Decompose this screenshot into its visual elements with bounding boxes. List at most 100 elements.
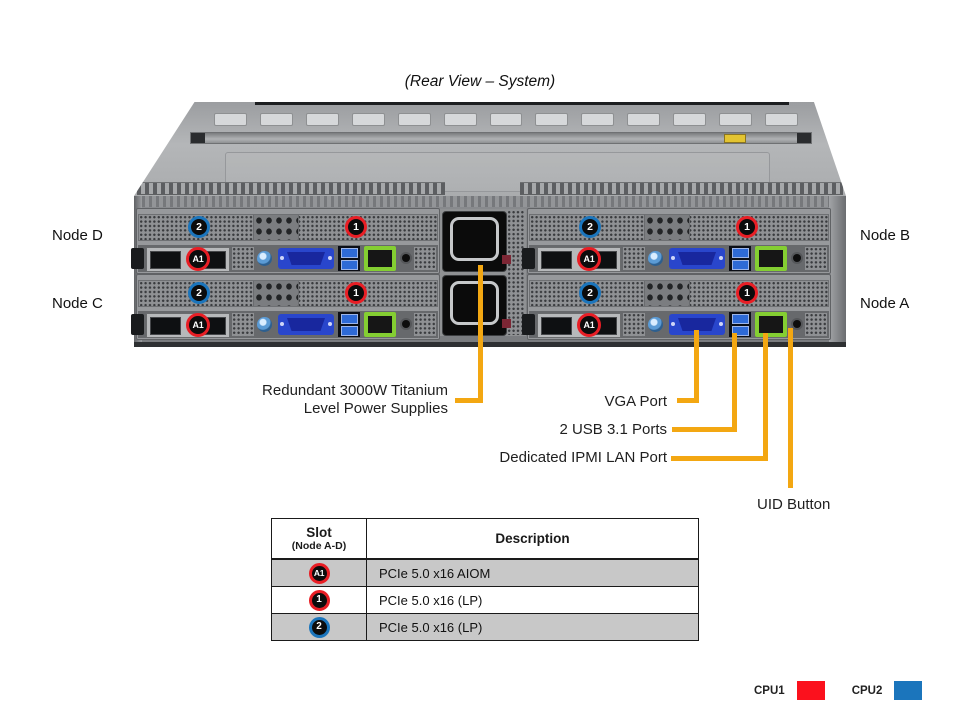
- description-cell: PCIe 5.0 x16 (LP): [379, 619, 483, 635]
- latch: [131, 248, 144, 269]
- cpu1-color-swatch: [796, 681, 825, 700]
- latch: [131, 314, 144, 335]
- slot-2-badge: 2: [188, 282, 210, 304]
- thumbscrew-icon: [257, 317, 272, 332]
- slot-a1-badge: A1: [308, 562, 330, 584]
- node-b-module: 2 1 A1: [522, 208, 831, 274]
- usb-callout-label: 2 USB 3.1 Ports: [559, 421, 667, 438]
- chassis-vent-slots: [214, 113, 798, 126]
- psu-release-latch: [502, 319, 511, 328]
- node-d-label: Node D: [52, 227, 103, 244]
- thumbscrew-icon: [648, 251, 663, 266]
- psu-callout-label: Redundant 3000W Titanium Level Power Sup…: [262, 382, 448, 417]
- slot-1-badge: 1: [345, 282, 367, 304]
- vent-band-left: [137, 182, 445, 195]
- vent-grid: [253, 281, 299, 306]
- pcie-slot-panel: 2 1: [138, 280, 438, 307]
- usb-ports: [729, 246, 751, 271]
- cpu1-label: CPU1: [754, 684, 785, 697]
- uid-callout-label: UID Button: [757, 496, 831, 513]
- ipmi-callout-line: [671, 456, 768, 461]
- usb-ports: [729, 312, 751, 337]
- uid-button: [402, 320, 410, 328]
- slot-a1-badge: A1: [577, 247, 601, 271]
- psu-release-latch: [502, 255, 511, 264]
- chassis-top-panel: [134, 102, 846, 196]
- vent-grid: [253, 215, 299, 240]
- cpu2-color-swatch: [894, 681, 923, 700]
- cpu-color-legend: CPU1 CPU2: [754, 681, 923, 700]
- node-c-label: Node C: [52, 295, 103, 312]
- slot-a1-badge: A1: [186, 247, 210, 271]
- node-c-module: 2 1 A1: [131, 274, 440, 340]
- node-d-module: 2 1 A1: [131, 208, 440, 274]
- vent-grid: [232, 247, 254, 270]
- ipmi-callout-line: [763, 333, 768, 461]
- node-a-label: Node A: [860, 295, 910, 312]
- io-panel: A1: [522, 245, 829, 272]
- slot-2-badge: 2: [188, 216, 210, 238]
- description-cell: PCIe 5.0 x16 (LP): [379, 592, 483, 608]
- usb-ports: [338, 246, 360, 271]
- chassis-right-rail: [829, 196, 846, 342]
- ipmi-lan-port: [755, 246, 787, 271]
- uid-callout-line: [788, 328, 793, 488]
- description-header-cell: Description: [495, 531, 570, 546]
- warning-sticker: [724, 134, 747, 143]
- psu-handle: [450, 281, 499, 325]
- table-header-row: Slot (Node A-D) Description: [272, 519, 698, 560]
- vent-grid: [414, 313, 436, 336]
- vent-grid: [644, 215, 690, 240]
- vga-port: [278, 248, 334, 269]
- description-cell: PCIe 5.0 x16 AIOM: [379, 565, 491, 581]
- ipmi-callout-label: Dedicated IPMI LAN Port: [499, 449, 667, 466]
- vent-grid: [644, 281, 690, 306]
- latch: [522, 248, 535, 269]
- psu-side-strip: [507, 210, 525, 335]
- thumbscrew-icon: [257, 251, 272, 266]
- vga-callout-label: VGA Port: [604, 393, 667, 410]
- node-a-module: 2 1 A1: [522, 274, 831, 340]
- slot-header-cell: Slot (Node A-D): [272, 519, 367, 558]
- chassis-bottom-edge: [134, 342, 846, 347]
- slot-a1-badge: A1: [577, 313, 601, 337]
- slot-1-badge: 1: [736, 216, 758, 238]
- slot-1-badge: 1: [308, 589, 330, 611]
- thumbscrew-icon: [648, 317, 663, 332]
- ipmi-lan-port: [364, 246, 396, 271]
- io-panel: A1: [131, 311, 438, 338]
- io-panel: A1: [522, 311, 829, 338]
- vga-port: [669, 248, 725, 269]
- power-supply-socket-bottom: [442, 275, 507, 336]
- chassis-top-edge: [255, 102, 790, 105]
- cpu2-label: CPU2: [851, 684, 883, 697]
- latch: [522, 314, 535, 335]
- slot-1-badge: 1: [736, 282, 758, 304]
- usb-callout-line: [732, 333, 737, 432]
- slot-2-badge: 2: [579, 216, 601, 238]
- usb-callout-line: [672, 427, 737, 432]
- vent-grid: [232, 313, 254, 336]
- psu-callout-line: [478, 265, 483, 402]
- psu-handle: [450, 217, 499, 261]
- uid-button: [402, 254, 410, 262]
- diagram-title: (Rear View – System): [404, 73, 556, 90]
- uid-button: [793, 320, 801, 328]
- vent-grid: [414, 247, 436, 270]
- uid-button: [793, 254, 801, 262]
- pcie-slot-panel: 2 1: [529, 280, 829, 307]
- io-panel: A1: [131, 245, 438, 272]
- chassis-rail: [190, 132, 812, 144]
- vent-grid: [623, 247, 645, 270]
- ipmi-lan-port: [755, 312, 787, 337]
- vga-port: [278, 314, 334, 335]
- vent-grid: [805, 247, 827, 270]
- table-row: 2 PCIe 5.0 x16 (LP): [272, 614, 698, 640]
- node-b-label: Node B: [860, 227, 911, 244]
- server-rear-photo: 2 1 A1: [128, 100, 850, 350]
- usb-ports: [338, 312, 360, 337]
- vent-band-right: [520, 182, 843, 195]
- hinge-band: [135, 196, 845, 207]
- pcie-slot-panel: 2 1: [529, 214, 829, 241]
